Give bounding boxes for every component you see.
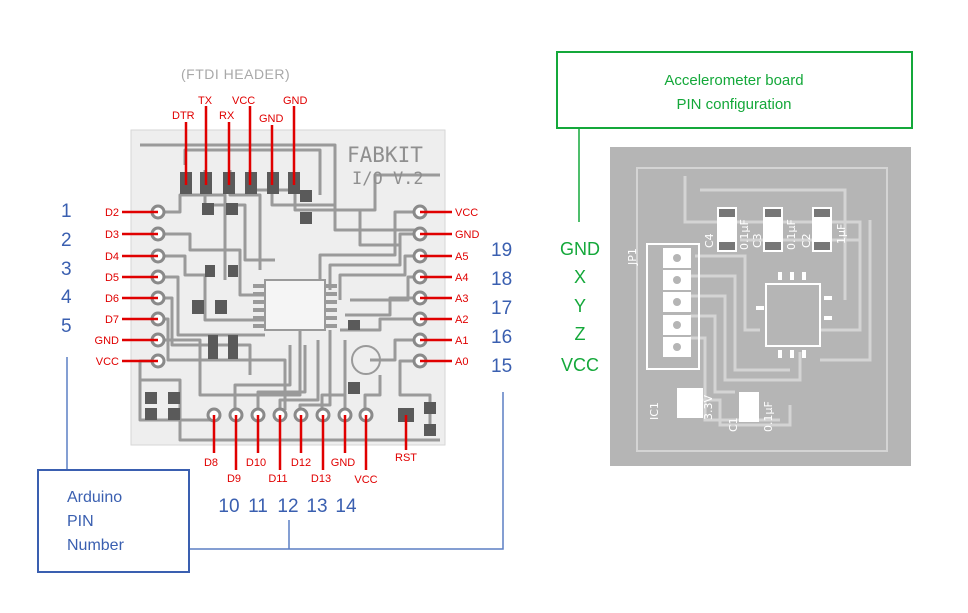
left-pin-d2: D2 [105, 207, 119, 219]
right-pin-a1: A1 [455, 335, 468, 347]
left-pin-gnd: GND [95, 335, 120, 347]
bottom-pin-vcc: VCC [354, 474, 377, 486]
arduino-box-line1: Arduino [67, 489, 122, 506]
accelerometer-box-line2: PIN configuration [676, 96, 791, 113]
bottom-pin-d13: D13 [311, 473, 331, 485]
bottom-pin-d9: D9 [227, 473, 241, 485]
bottom-number-14: 14 [335, 496, 357, 517]
blue-connectors [66, 357, 504, 550]
accel-pin-z: Z [575, 324, 586, 344]
accel-label-c2: C2 [800, 233, 813, 248]
board-title-1: FABKIT [347, 143, 423, 167]
right-number-18: 18 [491, 269, 512, 290]
accel-pin-gnd: GND [560, 239, 600, 259]
right-pin-a3: A3 [455, 293, 468, 305]
accel-label-jp1: JP1 [626, 248, 639, 266]
left-pin-d6: D6 [105, 293, 119, 305]
bottom-pin-rst: RST [395, 452, 417, 464]
accelerometer-board: JP1 C4 C3 C2 0.1µF 0.1µF 1µF IC1 3.3V C1… [610, 147, 911, 466]
bottom-number-11: 11 [248, 496, 268, 517]
left-number-3: 3 [61, 259, 72, 280]
ftdi-header-label: (FTDI HEADER) [181, 66, 290, 82]
accel-label-cap-c3: 0.1µF [785, 219, 798, 250]
accel-label-reg: 3.3V [702, 395, 715, 420]
right-pin-a0: A0 [455, 356, 468, 368]
ftdi-pin-rx: RX [219, 110, 235, 122]
accel-pin-y: Y [574, 296, 586, 316]
arduino-box-line2: PIN [67, 513, 94, 530]
left-pin-d3: D3 [105, 229, 119, 241]
left-pin-d7: D7 [105, 314, 119, 326]
right-pin-vcc: VCC [455, 207, 478, 219]
right-number-17: 17 [491, 298, 512, 319]
pin-lines [122, 106, 452, 470]
bottom-pin-gnd: GND [331, 457, 356, 469]
left-number-2: 2 [61, 230, 72, 251]
accel-pin-x: X [574, 267, 586, 287]
arduino-box-line3: Number [67, 537, 125, 554]
accel-label-cap-c4: 0.1µF [738, 219, 751, 250]
bottom-number-13: 13 [306, 496, 327, 517]
bottom-number-12: 12 [277, 496, 298, 517]
right-number-19: 19 [491, 240, 512, 261]
ftdi-pin-tx: TX [198, 95, 213, 107]
bottom-number-10: 10 [218, 496, 239, 517]
accel-label-c3: C3 [751, 233, 764, 248]
left-pin-d5: D5 [105, 272, 119, 284]
bottom-pin-d8: D8 [204, 457, 218, 469]
bottom-pin-d10: D10 [246, 457, 266, 469]
left-number-1: 1 [61, 201, 72, 222]
accelerometer-box-line1: Accelerometer board [664, 72, 803, 89]
accel-label-c4: C4 [703, 233, 716, 248]
ftdi-pin-gnd-2: GND [259, 113, 284, 125]
left-number-4: 4 [61, 287, 72, 308]
accel-label-c1: C1 [727, 417, 740, 432]
ftdi-pin-gnd-1: GND [283, 95, 308, 107]
right-pin-a2: A2 [455, 314, 468, 326]
accelerometer-config-box: Accelerometer board PIN configuration [556, 51, 913, 129]
ftdi-pin-dtr: DTR [172, 110, 195, 122]
arduino-pin-number-box: Arduino PIN Number [37, 469, 190, 573]
right-pin-a4: A4 [455, 272, 468, 284]
left-pin-d4: D4 [105, 251, 119, 263]
accel-pin-vcc: VCC [561, 355, 599, 375]
bottom-pin-d11: D11 [268, 473, 287, 485]
ftdi-pin-vcc: VCC [232, 95, 255, 107]
accel-label-cap-c2: 1µF [835, 224, 848, 244]
bottom-pin-d12: D12 [291, 457, 311, 469]
right-number-16: 16 [491, 327, 512, 348]
right-pin-gnd: GND [455, 229, 480, 241]
accel-label-cap-c1: 0.1µF [762, 401, 775, 432]
left-number-5: 5 [61, 316, 72, 337]
accel-label-ic1: IC1 [648, 402, 661, 420]
right-number-15: 15 [491, 356, 512, 377]
fabkit-board: FABKIT I/O V.2 [130, 129, 446, 446]
board-title-2: I/O V.2 [352, 169, 424, 189]
left-pin-vcc: VCC [96, 356, 119, 368]
right-pin-a5: A5 [455, 251, 468, 263]
